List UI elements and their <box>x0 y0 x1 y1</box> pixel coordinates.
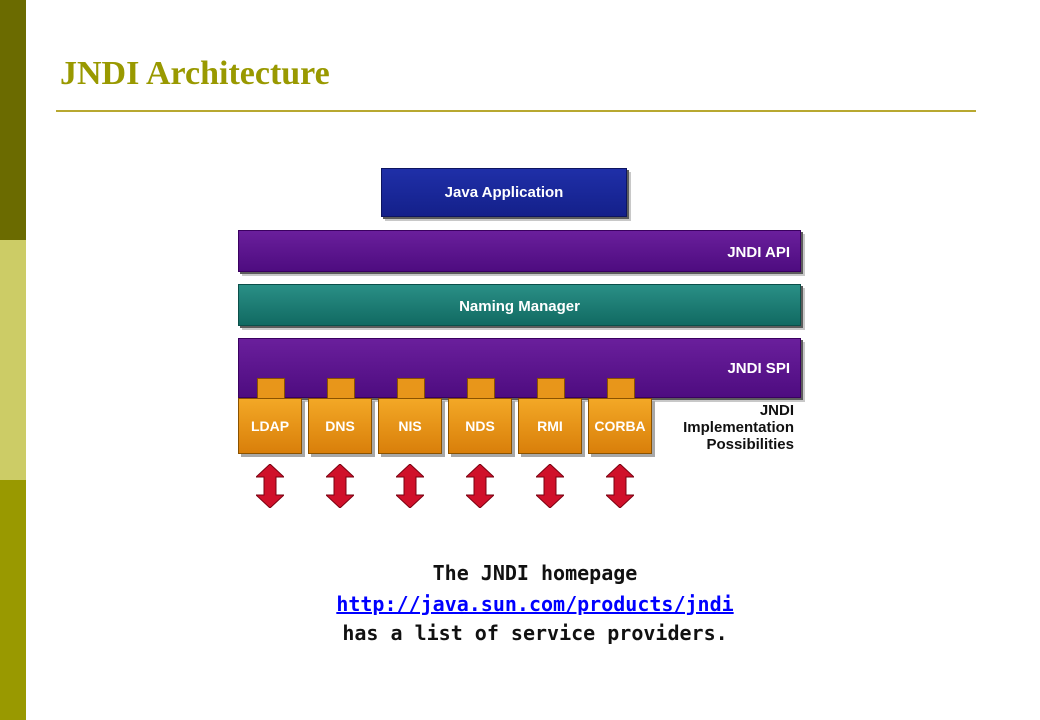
title-underline <box>56 110 976 112</box>
provider-label: RMI <box>537 418 563 434</box>
caption-line: has a list of service providers. <box>342 621 728 645</box>
jndi-api-label: JNDI API <box>727 244 790 261</box>
provider-label: NIS <box>398 418 422 434</box>
provider-box <box>518 398 582 454</box>
implementation-label-line: Possibilities <box>706 436 794 453</box>
implementation-possibilities-label: JNDI Implementation Possibilities <box>650 402 794 453</box>
sidebar-stripe-middle <box>0 240 26 480</box>
caption-line: The JNDI homepage <box>432 561 638 585</box>
provider-label: CORBA <box>594 418 646 434</box>
provider-corba: CORBA <box>588 378 652 458</box>
naming-manager-layer: Naming Manager <box>238 284 801 326</box>
provider-box <box>378 398 442 454</box>
provider-box <box>308 398 372 454</box>
sidebar-stripe-bottom <box>0 480 26 720</box>
double-arrow-icon <box>466 464 494 508</box>
java-application-box: Java Application <box>381 168 627 217</box>
double-arrow-icon <box>256 464 284 508</box>
double-arrow-icon <box>326 464 354 508</box>
provider-box <box>448 398 512 454</box>
jndi-api-layer: JNDI API <box>238 230 801 272</box>
provider-box <box>588 398 652 454</box>
double-arrow-icon <box>606 464 634 508</box>
double-arrow-icon <box>536 464 564 508</box>
implementation-label-line: Implementation <box>683 419 794 436</box>
provider-nis: NIS <box>378 378 442 458</box>
sidebar-stripe-top <box>0 0 26 240</box>
provider-box <box>238 398 302 454</box>
provider-label: LDAP <box>250 418 290 434</box>
naming-manager-label: Naming Manager <box>459 298 580 315</box>
implementation-label-line: JNDI <box>759 402 794 419</box>
jndi-homepage-link[interactable]: http://java.sun.com/products/jndi <box>336 592 734 616</box>
double-arrow-icon <box>396 464 424 508</box>
jndi-spi-label: JNDI SPI <box>727 360 790 377</box>
provider-label: NDS <box>465 418 495 434</box>
provider-rmi: RMI <box>518 378 582 458</box>
provider-ldap: LDAP <box>238 378 302 458</box>
provider-dns: DNS <box>308 378 372 458</box>
slide-title: JNDI Architecture <box>60 55 330 92</box>
provider-nds: NDS <box>448 378 512 458</box>
provider-label: DNS <box>325 418 355 434</box>
java-application-label: Java Application <box>444 184 564 201</box>
